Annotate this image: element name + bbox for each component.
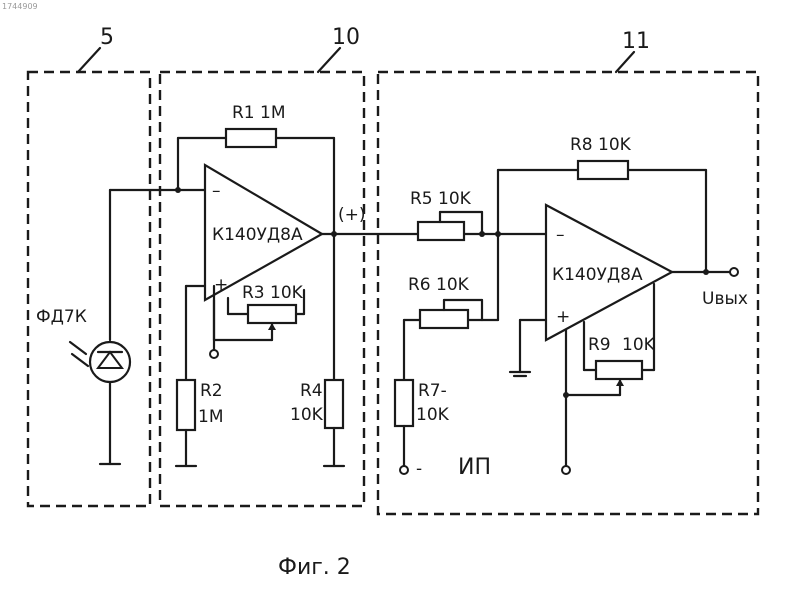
potentiometer-r9: [596, 361, 642, 379]
opamp-1-label: К140УД8А: [212, 225, 303, 245]
opamp-2-minus: –: [556, 225, 565, 245]
block-11-number: 11: [622, 29, 650, 54]
potentiometer-r6: [420, 310, 468, 328]
r9-value: 10K: [622, 335, 656, 355]
potentiometer-r3: [248, 305, 296, 323]
r9-name: R9: [588, 335, 611, 355]
resistor-r7: [395, 380, 413, 426]
r4-value: 10K: [290, 405, 324, 425]
r2-name: R2: [200, 381, 223, 401]
resistor-r2: [177, 380, 195, 430]
r7-value: 10K: [416, 405, 450, 425]
resistor-r4: [325, 380, 343, 428]
node-plus-label: (+): [338, 205, 366, 225]
r6-label: R6 10K: [408, 275, 470, 295]
r3-label: R3 10K: [242, 283, 304, 303]
power-source-label: ИП: [458, 455, 491, 480]
r5-label: R5 10K: [410, 189, 472, 209]
block-10-number: 10: [332, 25, 360, 50]
block-5-frame: [28, 72, 150, 506]
negative-supply-sign: -: [416, 459, 422, 479]
photodiode: [70, 190, 130, 464]
opamp-2-plus: +: [556, 307, 570, 327]
block-5-number: 5: [100, 25, 114, 50]
r7-name: R7-: [418, 381, 447, 401]
opamp-1-minus: –: [212, 181, 221, 201]
r4-name: R4: [300, 381, 323, 401]
potentiometer-r5: [418, 222, 464, 240]
figure-caption: Фиг. 2: [278, 555, 351, 580]
r8-label: R8 10K: [570, 135, 632, 155]
output-voltage-label: Uвых: [702, 289, 748, 309]
opamp-1-plus: +: [214, 275, 228, 295]
resistor-r8: [578, 161, 628, 179]
photodiode-label: ФД7К: [36, 307, 87, 327]
r1-label: R1 1M: [232, 103, 286, 123]
r2-value: 1M: [198, 407, 223, 427]
resistor-r1: [226, 129, 276, 147]
corner-stamp: 1744909: [2, 2, 38, 11]
opamp-2-label: К140УД8А: [552, 265, 643, 285]
